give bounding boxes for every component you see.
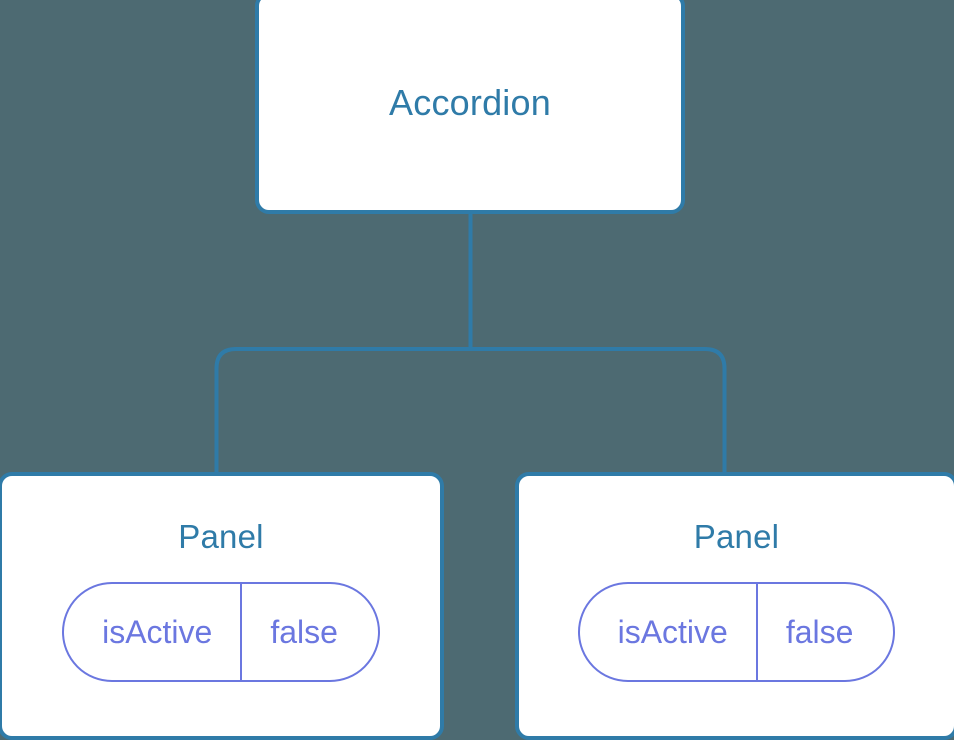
state-pill-panel-2[interactable]: isActive false	[577, 582, 896, 682]
node-panel-1[interactable]: Panel isActive false	[0, 472, 444, 740]
node-accordion-label: Accordion	[389, 82, 551, 123]
state-pill-panel-1[interactable]: isActive false	[62, 582, 380, 682]
state-pill-key: isActive	[102, 614, 213, 650]
node-panel-2[interactable]: Panel isActive false	[515, 472, 954, 740]
state-pill-value: false	[240, 584, 378, 680]
node-panel-2-label: Panel	[693, 518, 780, 555]
state-pill-value: false	[755, 584, 894, 680]
connector-branch-right	[470, 347, 727, 474]
connector-branch-left	[214, 347, 471, 474]
state-pill-key: isActive	[617, 614, 728, 650]
node-panel-1-label: Panel	[178, 518, 264, 555]
node-accordion[interactable]: Accordion	[255, 0, 685, 214]
